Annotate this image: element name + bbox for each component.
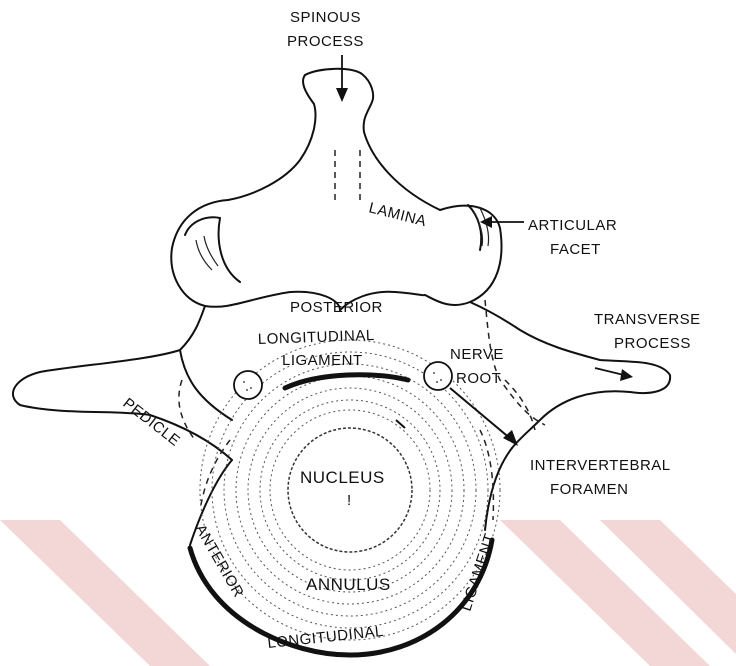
label-intervertebral-1: INTERVERTEBRAL [530,457,671,474]
label-lamina: LAMINA [367,199,428,230]
nucleus-outline [288,428,412,552]
label-spinous-process-1: SPINOUS [290,9,361,26]
label-posterior-2: LONGITUDINAL [258,327,375,348]
label-spinous-process-2: PROCESS [287,33,364,50]
label-anterior-longitudinal: LONGITUDINAL [267,623,385,652]
label-nerve-root-1: NERVE [450,346,504,363]
label-articular-facet-2: FACET [550,241,601,258]
label-intervertebral-2: FORAMEN [550,481,629,498]
label-posterior-1: POSTERIOR [290,299,383,316]
label-annulus: ANNULUS [306,575,391,594]
label-posterior-3: LIGAMENT [282,352,363,369]
label-nucleus-mark: ! [347,492,352,509]
left-nerve-root [234,371,262,399]
label-articular-facet-1: ARTICULAR [528,217,617,234]
label-nucleus: NUCLEUS [300,468,385,487]
right-nerve-root [424,362,452,390]
label-nerve-root-2: ROOT [456,370,501,387]
label-anterior: ANTERIOR [192,522,247,601]
label-transverse-process-1: TRANSVERSE [594,311,701,328]
label-pedicle: PEDICLE [120,395,184,450]
posterior-ligament-arc [285,375,408,388]
label-transverse-process-2: PROCESS [614,335,691,352]
